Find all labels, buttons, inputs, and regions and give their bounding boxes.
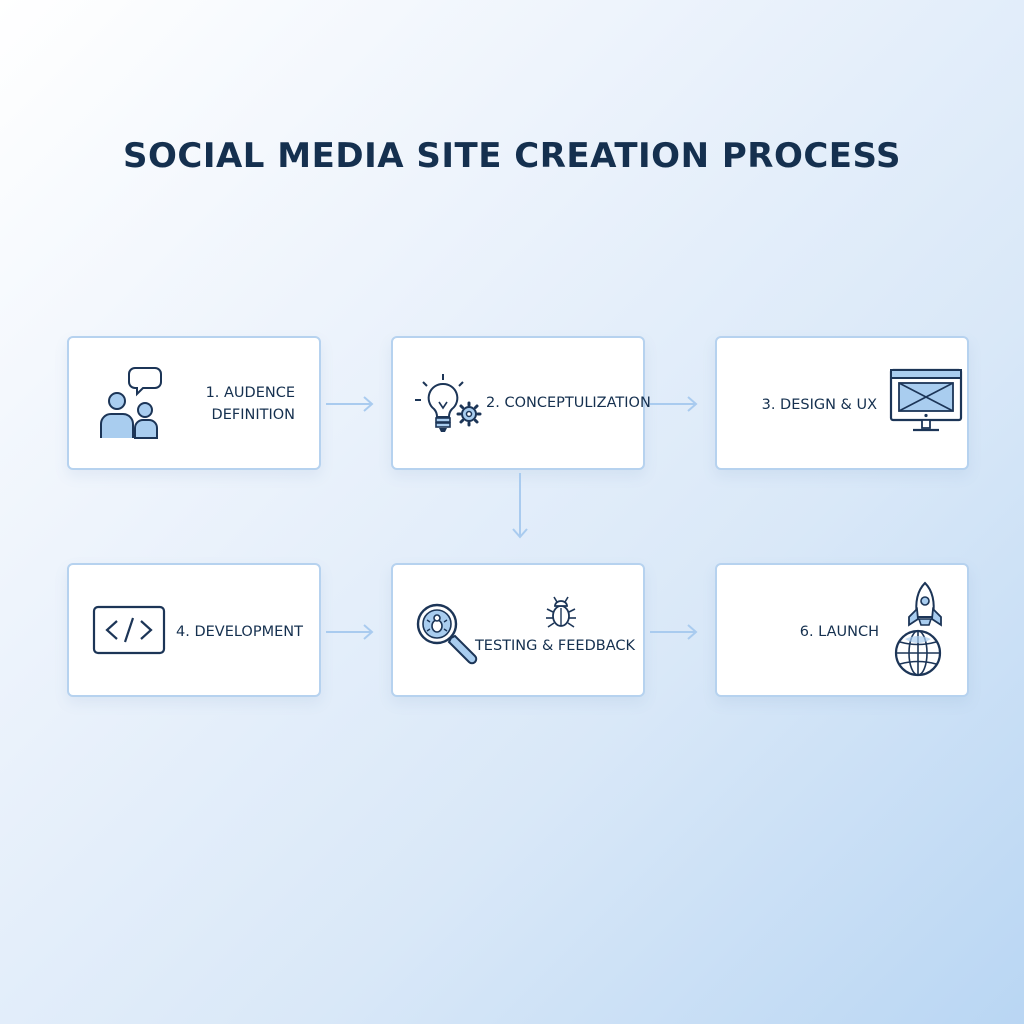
monitor-wireframe-icon bbox=[889, 368, 963, 432]
code-icon bbox=[92, 605, 166, 655]
step-card-conceptualization: 2. CONCEPTULIZATION bbox=[391, 336, 651, 470]
step-card-design-ux: 3. DESIGN & UX bbox=[715, 336, 969, 470]
step-label: 3. DESIGN & UX bbox=[761, 397, 877, 413]
step-card-development: 4. DEVELOPMENT bbox=[67, 563, 321, 697]
step-label: TESTING & FEEDBACK bbox=[474, 638, 635, 654]
diagram-title: SOCIAL MEDIA SITE CREATION PROCESS bbox=[123, 136, 901, 176]
rocket-globe-icon bbox=[894, 581, 942, 677]
lightbulb-gear-icon bbox=[415, 374, 482, 432]
arrow-right-5-to-6 bbox=[650, 624, 698, 640]
step-card-audience: 1. AUDENCE DEFINITION bbox=[67, 336, 321, 470]
arrow-right-1-to-2 bbox=[326, 396, 374, 412]
step-card-launch: 6. LAUNCH bbox=[715, 563, 969, 697]
step-label-line2: DEFINITION bbox=[211, 407, 295, 423]
step-label: 2. CONCEPTULIZATION bbox=[486, 395, 651, 411]
arrow-right-4-to-5 bbox=[326, 624, 374, 640]
bug-icon bbox=[546, 596, 576, 628]
step-label: 4. DEVELOPMENT bbox=[176, 624, 303, 640]
audience-chat-icon bbox=[100, 367, 162, 439]
magnifier-bug-icon bbox=[416, 603, 478, 665]
step-label-line1: 1. AUDENCE bbox=[205, 385, 295, 401]
step-label: 6. LAUNCH bbox=[799, 624, 879, 640]
arrow-down-2-to-5 bbox=[512, 473, 528, 539]
arrow-right-2-to-3 bbox=[650, 396, 698, 412]
step-card-testing-feedback: TESTING & FEEDBACK bbox=[391, 563, 645, 697]
